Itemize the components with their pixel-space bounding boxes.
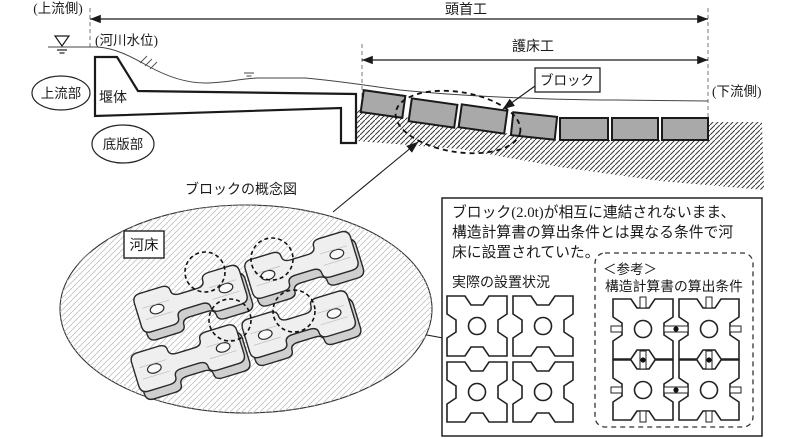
bed-block (407, 97, 459, 129)
dimension-guides (89, 8, 709, 142)
riverbed-hatch-section (356, 108, 764, 190)
upstream-part-callout: 上流部 (31, 75, 91, 111)
water-mark-icon (244, 72, 254, 77)
upstream-side-label: (上流側) (33, 1, 83, 16)
bed-block (611, 117, 659, 141)
note-box: ブロック(2.0t)が相互に連結されないまま、 構造計算書の算出条件とは異なる条… (441, 197, 763, 437)
water-curve (96, 46, 709, 102)
connector-dot (706, 357, 712, 363)
actual-block (446, 361, 508, 423)
connector-dot (673, 326, 679, 332)
water-surface (48, 46, 709, 102)
interlock-circle (272, 289, 316, 333)
downstream-side-label: (下流側) (712, 84, 762, 99)
actual-installation-label: 実際の設置状況 (452, 275, 550, 291)
block-label-arrow (502, 85, 536, 110)
riverbed-callout: 河床 (123, 230, 165, 259)
actual-block (512, 295, 574, 357)
crest-flow-ticks (139, 55, 158, 70)
headworks-label: 頭首工 (445, 2, 487, 18)
interlock-circle (208, 298, 252, 342)
reference-dashed-box (594, 252, 754, 428)
connector-dots (640, 326, 712, 393)
actual-block (446, 295, 508, 357)
weir-body-label: 堰体 (99, 90, 127, 106)
dimension-lines (90, 14, 708, 65)
upstream-part-label: 上流部 (41, 86, 82, 101)
bed-block (509, 111, 559, 141)
interlock-dashed-circles (184, 237, 316, 342)
block-label-box: ブロック (534, 67, 601, 93)
reference-condition-label: 構造計算書の算出条件 (605, 278, 743, 294)
concept-title: ブロックの概念図 (185, 181, 297, 198)
connector-dot (640, 357, 646, 363)
bed-block (457, 103, 509, 135)
bed-protection-label: 護床工 (512, 39, 554, 55)
water-level-icon (53, 35, 71, 54)
block-focus-dashed-ellipse (394, 89, 522, 155)
bed-block (559, 117, 609, 141)
bed-block (359, 89, 407, 119)
interlock-circle (184, 251, 226, 293)
interlock-circle (250, 237, 294, 281)
bed-block (661, 117, 709, 141)
actual-block (512, 361, 574, 423)
concept-to-section-arrow (332, 141, 419, 213)
base-slab-label: 底版部 (103, 137, 144, 152)
base-slab-callout: 底版部 (91, 124, 155, 164)
riverbed-label: 河床 (130, 237, 159, 254)
reference-blocks-grid (610, 296, 742, 423)
note-line-1: ブロック(2.0t)が相互に連結されないまま、 (452, 203, 735, 221)
connector-dot (673, 387, 679, 393)
river-level-label: (河川水位) (95, 33, 158, 48)
note-line-3: 床に設置されていた。 (452, 244, 600, 261)
water-triangle-icon (53, 35, 71, 48)
note-line-2: 構造計算書の算出条件とは異なる条件で河 (452, 224, 733, 241)
weir-body-shape (93, 55, 358, 145)
block-label: ブロック (540, 72, 594, 88)
reference-tag: ＜参考＞ (603, 261, 657, 277)
bed-blocks-row (359, 89, 709, 141)
